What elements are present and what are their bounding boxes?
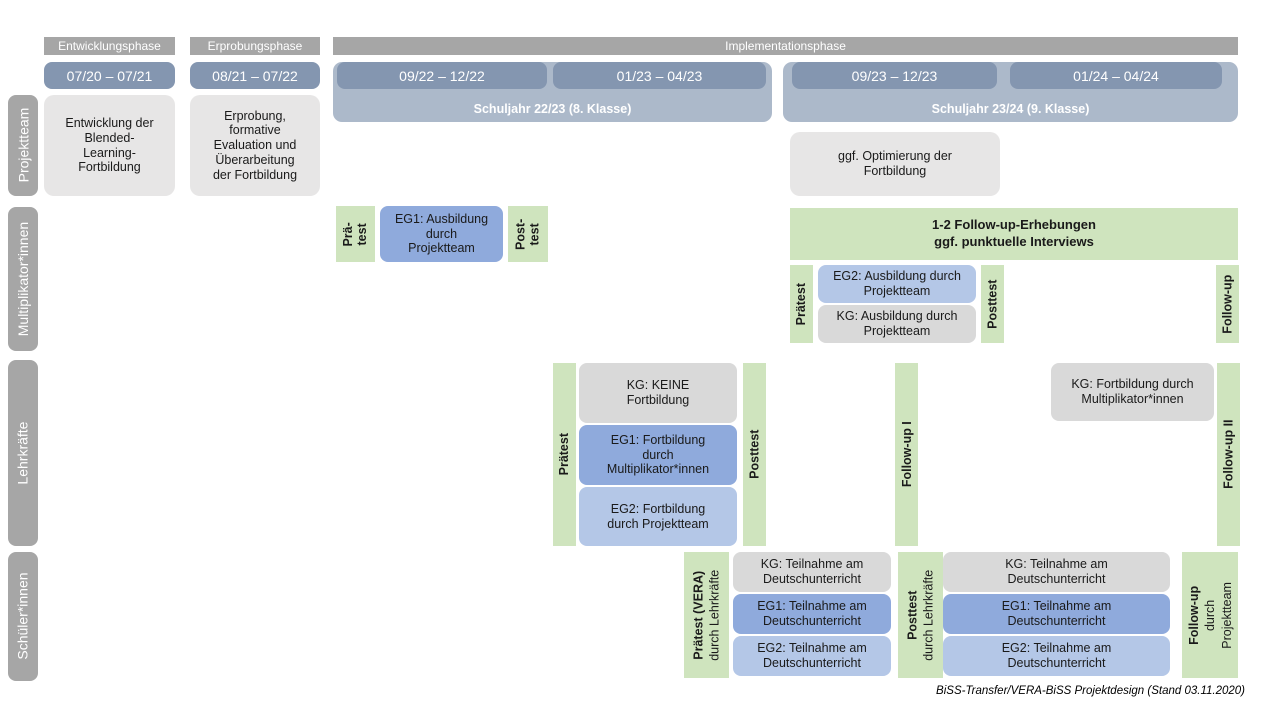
activity-kg-teilnahme-deutschunterricht-2: KG: Teilnahme am Deutschunterricht: [943, 552, 1170, 592]
activity-text: KG: Fortbildung durch Multiplikator*inne…: [1071, 377, 1194, 406]
test-marker-posttest-multiplikatoren-1: Post- test: [508, 206, 548, 262]
activity-eg1-fortbildung-multiplikatoren: EG1: Fortbildung durch Multiplikator*inn…: [579, 425, 737, 485]
date-range-0720-0721: 07/20 – 07/21: [44, 62, 175, 89]
date-label: 09/22 – 12/22: [399, 67, 485, 84]
row-label-text: Schüler*innen: [14, 572, 31, 661]
activity-text: Erprobung, formative Evaluation und Über…: [212, 108, 298, 182]
activity-kg-teilnahme-deutschunterricht-1: KG: Teilnahme am Deutschunterricht: [733, 552, 891, 592]
activity-erprobung-evaluation: Erprobung, formative Evaluation und Über…: [190, 95, 320, 196]
date-label: 07/20 – 07/21: [66, 67, 153, 84]
activity-text: EG1: Teilnahme am Deutschunterricht: [1001, 599, 1112, 628]
phase-label: Entwicklungsphase: [58, 39, 161, 53]
test-marker-followup1-lehrkraefte: Follow-up I: [895, 363, 918, 546]
activity-text: EG2: Fortbildung durch Projektteam: [607, 501, 709, 531]
date-range-0123-0423: 01/23 – 04/23: [553, 62, 766, 89]
date-range-0124-0424: 01/24 – 04/24: [1010, 62, 1222, 89]
activity-eg2-ausbildung-projektteam: EG2: Ausbildung durch Projektteam: [818, 265, 976, 303]
test-marker-line: durch Lehrkräfte: [921, 569, 936, 661]
test-marker-text: Posttest: [747, 429, 762, 480]
activity-eg2-fortbildung-projektteam: EG2: Fortbildung durch Projektteam: [579, 487, 737, 546]
test-marker-posttest-multiplikatoren-2: Posttest: [981, 265, 1004, 343]
test-marker-praetest-multiplikatoren-1: Prä- test: [336, 206, 375, 262]
row-label-text: Lehrkräfte: [14, 421, 31, 485]
test-marker-line: Posttest: [905, 590, 920, 640]
activity-kg-fortbildung-multiplikatoren: KG: Fortbildung durch Multiplikator*inne…: [1051, 363, 1214, 421]
activity-text: EG1: Teilnahme am Deutschunterricht: [757, 599, 867, 628]
phase-bar-entwicklungsphase: Entwicklungsphase: [44, 37, 175, 55]
phase-bar-erprobungsphase: Erprobungsphase: [190, 37, 320, 55]
activity-eg2-teilnahme-deutschunterricht-1: EG2: Teilnahme am Deutschunterricht: [733, 636, 891, 676]
activity-text: KG: KEINE Fortbildung: [626, 378, 690, 407]
test-marker-text: Prätest: [794, 282, 809, 326]
activity-text: ggf. Optimierung der Fortbildung: [838, 149, 952, 178]
schoolyear-label-2324: Schuljahr 23/24 (9. Klasse): [931, 102, 1090, 116]
activity-text: Entwicklung der Blended- Learning- Fortb…: [65, 116, 154, 175]
test-marker-line: durch Lehrkräfte: [707, 569, 722, 661]
row-label-projektteam: Projektteam: [8, 95, 38, 196]
test-marker-text: Prätest: [557, 433, 572, 476]
test-marker-line: Prätest (VERA): [691, 570, 706, 660]
schoolyear-label-2223: Schuljahr 22/23 (8. Klasse): [473, 102, 632, 116]
activity-optimierung-fortbildung: ggf. Optimierung der Fortbildung: [790, 132, 1000, 196]
activity-eg2-teilnahme-deutschunterricht-2: EG2: Teilnahme am Deutschunterricht: [943, 636, 1170, 676]
activity-text: EG2: Teilnahme am Deutschunterricht: [1001, 641, 1112, 670]
row-label-text: Projektteam: [14, 108, 31, 183]
test-marker-text: Follow-up I: [899, 421, 914, 488]
test-marker-text: Follow-up II: [1221, 419, 1236, 490]
activity-text: EG2: Ausbildung durch Projektteam: [833, 269, 961, 298]
test-marker-posttest-lehrkraefte: Posttest: [743, 363, 766, 546]
schoolyear-container-2223: 09/22 – 12/22 01/23 – 04/23 Schuljahr 22…: [333, 62, 772, 122]
activity-text: EG1: Fortbildung durch Multiplikator*inn…: [606, 432, 710, 477]
date-label: 09/23 – 12/23: [851, 67, 938, 84]
test-marker-praetest-vera-schueler: Prätest (VERA) durch Lehrkräfte: [684, 552, 729, 678]
activity-followup-erhebungen: 1-2 Follow-up-Erhebungen ggf. punktuelle…: [790, 208, 1238, 260]
test-marker-text: Post- test: [513, 218, 542, 250]
test-marker-text: Posttest durch Lehrkräfte: [904, 569, 937, 660]
phase-label: Erprobungsphase: [207, 39, 303, 53]
activity-text: KG: Teilnahme am Deutschunterricht: [760, 557, 864, 586]
activity-eg1-ausbildung-projektteam: EG1: Ausbildung durch Projektteam: [380, 206, 503, 262]
phase-label: Implementationsphase: [725, 39, 846, 53]
test-marker-posttest-schueler: Posttest durch Lehrkräfte: [898, 552, 943, 678]
activity-text: 1-2 Follow-up-Erhebungen ggf. punktuelle…: [932, 217, 1096, 249]
phase-bar-implementationsphase: Implementationsphase: [333, 37, 1238, 55]
test-marker-text: Follow-up durch Projektteam: [1186, 582, 1235, 649]
row-label-lehrkraefte: Lehrkräfte: [8, 360, 38, 546]
activity-text: EG2: Teilnahme am Deutschunterricht: [757, 641, 867, 670]
test-marker-praetest-multiplikatoren-2: Prätest: [790, 265, 813, 343]
test-marker-text: Prä- test: [341, 221, 370, 247]
test-marker-text: Posttest: [985, 279, 1000, 329]
test-marker-line: Projektteam: [1219, 581, 1234, 649]
schoolyear-container-2324: 09/23 – 12/23 01/24 – 04/24 Schuljahr 23…: [783, 62, 1238, 122]
row-label-schueler: Schüler*innen: [8, 552, 38, 681]
test-marker-followup-schueler: Follow-up durch Projektteam: [1182, 552, 1238, 678]
test-marker-text: Follow-up: [1220, 274, 1235, 334]
row-label-text: Multiplikator*innen: [14, 221, 31, 337]
activity-kg-ausbildung-projektteam: KG: Ausbildung durch Projektteam: [818, 305, 976, 343]
date-label: 08/21 – 07/22: [212, 67, 298, 84]
activity-text: EG1: Ausbildung durch Projektteam: [394, 211, 489, 256]
date-range-0923-1223: 09/23 – 12/23: [792, 62, 997, 89]
test-marker-followup2-lehrkraefte: Follow-up II: [1217, 363, 1240, 546]
activity-text: KG: Teilnahme am Deutschunterricht: [1005, 557, 1108, 586]
date-label: 01/23 – 04/23: [616, 67, 703, 84]
activity-entwicklung-fortbildung: Entwicklung der Blended- Learning- Fortb…: [44, 95, 175, 196]
test-marker-text: Prätest (VERA) durch Lehrkräfte: [690, 569, 723, 660]
date-label: 01/24 – 04/24: [1073, 67, 1159, 84]
activity-text: KG: Ausbildung durch Projektteam: [836, 309, 958, 338]
row-label-multiplikatoren: Multiplikator*innen: [8, 207, 38, 351]
test-marker-line: Follow-up: [1186, 585, 1201, 645]
slide-caption: BiSS-Transfer/VERA-BiSS Projektdesign (S…: [936, 685, 1245, 697]
activity-eg1-teilnahme-deutschunterricht-2: EG1: Teilnahme am Deutschunterricht: [943, 594, 1170, 634]
activity-kg-keine-fortbildung: KG: KEINE Fortbildung: [579, 363, 737, 423]
date-range-0922-1222: 09/22 – 12/22: [337, 62, 547, 89]
test-marker-praetest-lehrkraefte: Prätest: [553, 363, 576, 546]
test-marker-followup-multiplikatoren: Follow-up: [1216, 265, 1239, 343]
test-marker-line: durch: [1202, 599, 1217, 631]
activity-eg1-teilnahme-deutschunterricht-1: EG1: Teilnahme am Deutschunterricht: [733, 594, 891, 634]
date-range-0821-0722: 08/21 – 07/22: [190, 62, 320, 89]
